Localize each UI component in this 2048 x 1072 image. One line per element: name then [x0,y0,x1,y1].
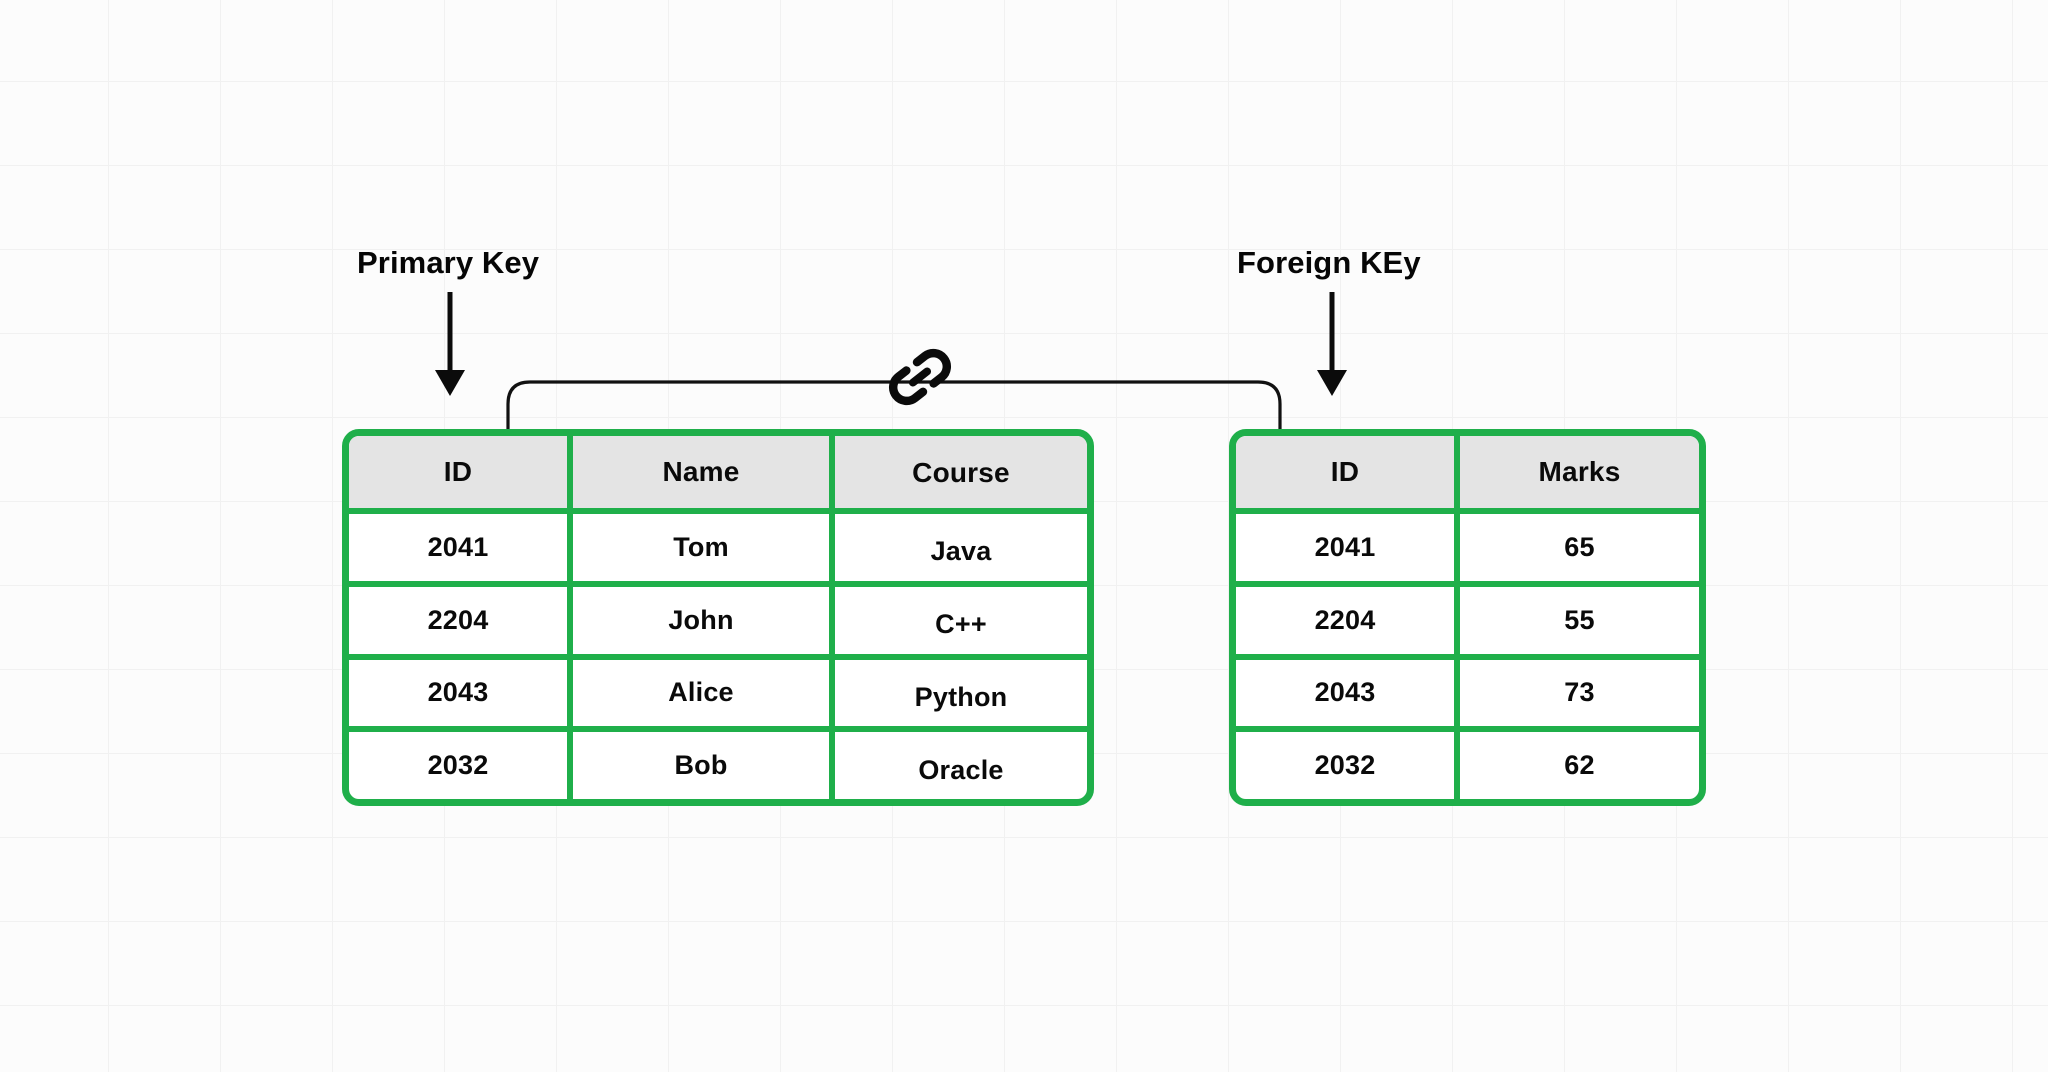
foreign-key-down-arrow-icon [1317,292,1347,396]
cell-name: Bob [567,732,829,799]
cell-course: C++ [829,586,1087,654]
column-header-marks: Marks [1454,436,1699,508]
table-row: 2041 65 [1236,508,1699,581]
table-row: 2032 Bob Oracle [349,726,1087,799]
cell-course: Python [829,659,1087,727]
cell-name: John [567,586,829,654]
table-row: 2204 John C++ [349,580,1087,654]
table-row: 2032 62 [1236,726,1699,799]
table-row: 2043 Alice Python [349,653,1087,727]
table-header-row: ID Name Course [349,436,1087,508]
cell-id: 2041 [427,531,489,562]
table-row: 2043 73 [1236,653,1699,727]
cell-id: 2043 [1314,677,1376,708]
cell-id: 2204 [1314,604,1376,635]
column-header-id: ID [443,456,473,487]
cell-id: 2032 [427,750,489,781]
cell-marks: 55 [1454,586,1699,654]
primary-key-down-arrow-icon [435,292,465,396]
cell-id: 2041 [1314,531,1376,562]
link-chain-icon [889,348,951,406]
column-header-id: ID [1330,456,1360,487]
primary-key-label: Primary Key [357,245,540,280]
cell-name: Tom [567,514,829,581]
cell-marks: 73 [1454,659,1699,727]
students-table: ID Name Course 2041 Tom Java 2204 John C… [342,429,1094,806]
table-header-row: ID Marks [1236,436,1699,508]
foreign-key-label: Foreign KEy [1237,245,1421,280]
table-row: 2041 Tom Java [349,508,1087,581]
cell-marks: 65 [1454,514,1699,581]
cell-course: Oracle [829,732,1087,799]
cell-course: Java [829,514,1087,581]
cell-id: 2204 [427,604,489,635]
cell-id: 2032 [1314,750,1376,781]
column-header-course: Course [829,436,1087,508]
cell-name: Alice [567,659,829,727]
cell-marks: 62 [1454,732,1699,799]
column-header-name: Name [567,436,829,508]
marks-table: ID Marks 2041 65 2204 55 2043 73 2032 62 [1229,429,1706,806]
table-row: 2204 55 [1236,580,1699,654]
cell-id: 2043 [427,677,489,708]
